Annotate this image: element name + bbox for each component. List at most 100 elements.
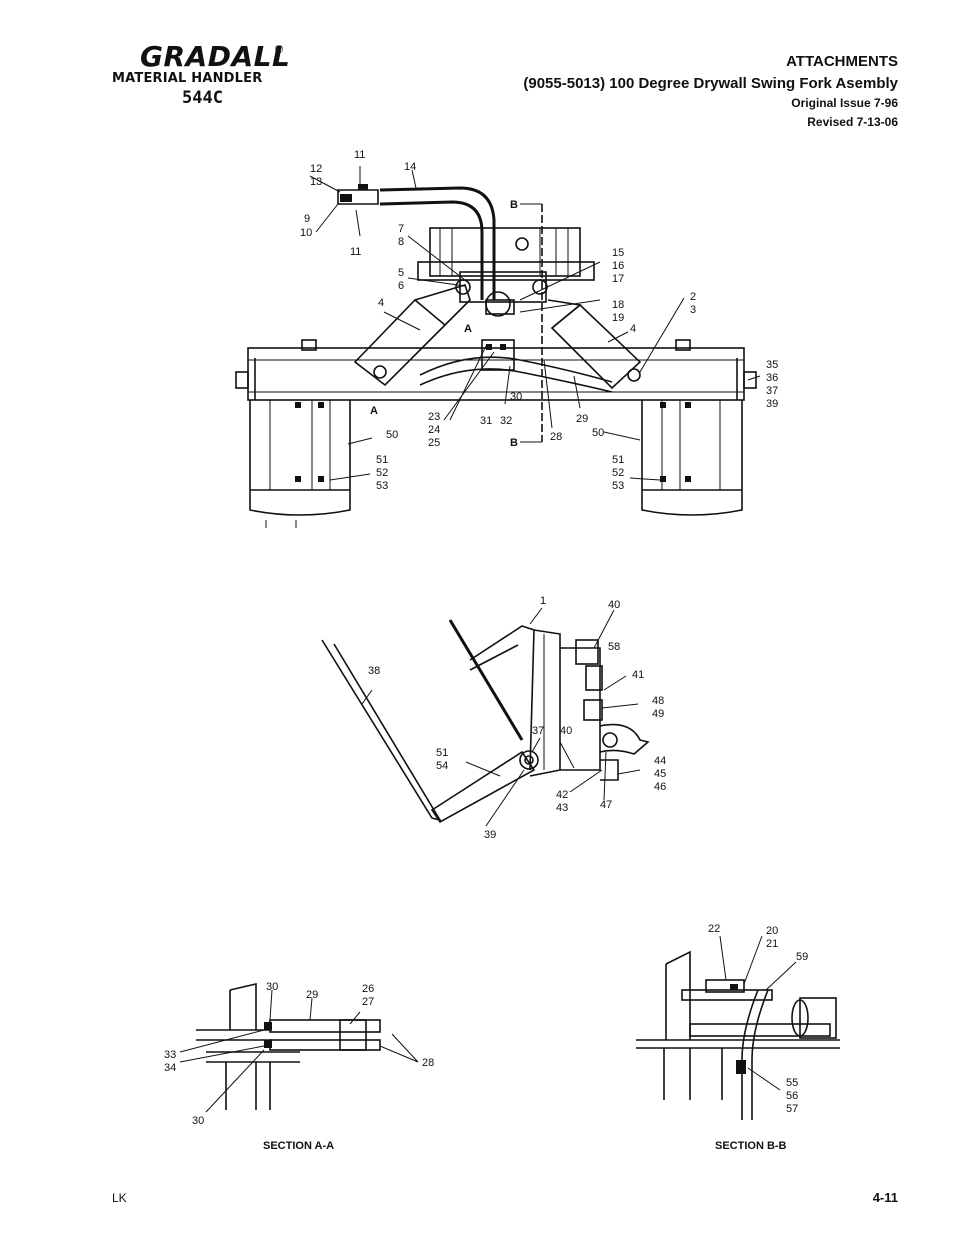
callout: 39 bbox=[766, 398, 778, 410]
model-number: 544C bbox=[182, 88, 223, 108]
callout: 32 bbox=[500, 415, 512, 427]
callout: 51 bbox=[612, 454, 624, 466]
callout: 8 bbox=[398, 236, 404, 248]
registered-mark: ® bbox=[275, 44, 284, 56]
callout: 52 bbox=[376, 467, 388, 479]
callout: 46 bbox=[654, 781, 666, 793]
callout: 19 bbox=[612, 312, 624, 324]
callout: 24 bbox=[428, 424, 440, 436]
callout: B bbox=[510, 437, 518, 449]
callout: 36 bbox=[766, 372, 778, 384]
callout: 18 bbox=[612, 299, 624, 311]
callout: 48 bbox=[652, 695, 664, 707]
callout: 37 bbox=[766, 385, 778, 397]
page-title: (9055-5013) 100 Degree Drywall Swing For… bbox=[523, 75, 898, 92]
callout: 27 bbox=[362, 996, 374, 1008]
callout: 28 bbox=[550, 431, 562, 443]
side-view-callouts: 1 40 58 41 38 48 49 37 40 51 54 44 45 46… bbox=[368, 595, 666, 841]
callout: 21 bbox=[766, 938, 778, 950]
callout: 50 bbox=[386, 429, 398, 441]
callout: 14 bbox=[404, 161, 416, 173]
right-cylinder bbox=[547, 299, 642, 390]
callout: 16 bbox=[612, 260, 624, 272]
right-fork-carrier bbox=[641, 400, 743, 516]
callout: 23 bbox=[428, 411, 440, 423]
callout: 7 bbox=[398, 223, 404, 235]
callout: 31 bbox=[480, 415, 492, 427]
callout: 30 bbox=[192, 1115, 204, 1127]
callout: 47 bbox=[600, 799, 612, 811]
callout: 33 bbox=[164, 1049, 176, 1061]
callout: 12 bbox=[310, 163, 322, 175]
brand-subtitle: MATERIAL HANDLER bbox=[112, 71, 263, 86]
callout: 41 bbox=[632, 669, 644, 681]
callout: 25 bbox=[428, 437, 440, 449]
section-bb-caption: SECTION B-B bbox=[715, 1140, 787, 1152]
callout: 28 bbox=[422, 1057, 434, 1069]
callout: 11 bbox=[354, 149, 365, 161]
callout: 51 bbox=[376, 454, 388, 466]
section-heading: ATTACHMENTS bbox=[786, 53, 898, 70]
brand-name: GRADALL bbox=[140, 40, 291, 73]
callout: 38 bbox=[368, 665, 380, 677]
callout: 57 bbox=[786, 1103, 798, 1115]
callout: 4 bbox=[630, 323, 636, 335]
callout: 29 bbox=[576, 413, 588, 425]
callout: 6 bbox=[398, 280, 404, 292]
callout: 49 bbox=[652, 708, 664, 720]
section-bb-callouts: 22 20 21 59 55 56 57 bbox=[708, 923, 808, 1115]
callout: 5 bbox=[398, 267, 404, 279]
top-view bbox=[235, 166, 761, 528]
page-number: 4-11 bbox=[872, 1190, 898, 1205]
callout: 55 bbox=[786, 1077, 798, 1089]
left-cylinder bbox=[353, 284, 471, 387]
callout: 26 bbox=[362, 983, 374, 995]
section-aa-caption: SECTION A-A bbox=[263, 1140, 335, 1152]
top-view-callouts: 11 12 13 14 9 10 11 B 7 8 15 16 17 5 6 1… bbox=[300, 149, 778, 492]
callout: 53 bbox=[612, 480, 624, 492]
callout: 30 bbox=[510, 391, 522, 403]
callout: 39 bbox=[484, 829, 496, 841]
side-view bbox=[321, 607, 650, 827]
callout: 58 bbox=[608, 641, 620, 653]
revised-date: Revised 7-13-06 bbox=[807, 115, 898, 129]
callout: 3 bbox=[690, 304, 696, 316]
callout: A bbox=[370, 405, 378, 417]
callout: 43 bbox=[556, 802, 568, 814]
callout: 20 bbox=[766, 925, 778, 937]
callout: 53 bbox=[376, 480, 388, 492]
callout: 40 bbox=[560, 725, 572, 737]
callout: 30 bbox=[266, 981, 278, 993]
callout: A bbox=[464, 323, 472, 335]
callout: 22 bbox=[708, 923, 720, 935]
callout: 52 bbox=[612, 467, 624, 479]
callout: 13 bbox=[310, 176, 322, 188]
callout: 50 bbox=[592, 427, 604, 439]
left-fork-carrier bbox=[249, 400, 351, 516]
callout: 44 bbox=[654, 755, 666, 767]
callout: 17 bbox=[612, 273, 624, 285]
callout: 10 bbox=[300, 227, 312, 239]
callout: 45 bbox=[654, 768, 666, 780]
callout: 40 bbox=[608, 599, 620, 611]
callout: 59 bbox=[796, 951, 808, 963]
callout: 15 bbox=[612, 247, 624, 259]
callout: 51 bbox=[436, 747, 448, 759]
callout: 1 bbox=[540, 595, 546, 607]
section-aa-view bbox=[179, 982, 419, 1113]
callout: 37 bbox=[532, 725, 544, 737]
original-issue: Original Issue 7-96 bbox=[791, 96, 898, 110]
callout: 56 bbox=[786, 1090, 798, 1102]
callout: 42 bbox=[556, 789, 568, 801]
section-aa-callouts: 30 29 26 27 33 34 28 30 bbox=[164, 981, 434, 1127]
callout: 54 bbox=[436, 760, 448, 772]
section-bb-view bbox=[636, 935, 840, 1120]
callout: 34 bbox=[164, 1062, 176, 1074]
callout: 9 bbox=[304, 213, 310, 225]
callout: 2 bbox=[690, 291, 696, 303]
callout: 29 bbox=[306, 989, 318, 1001]
callout: 35 bbox=[766, 359, 778, 371]
callout: 4 bbox=[378, 297, 384, 309]
callout: 11 bbox=[350, 246, 361, 258]
